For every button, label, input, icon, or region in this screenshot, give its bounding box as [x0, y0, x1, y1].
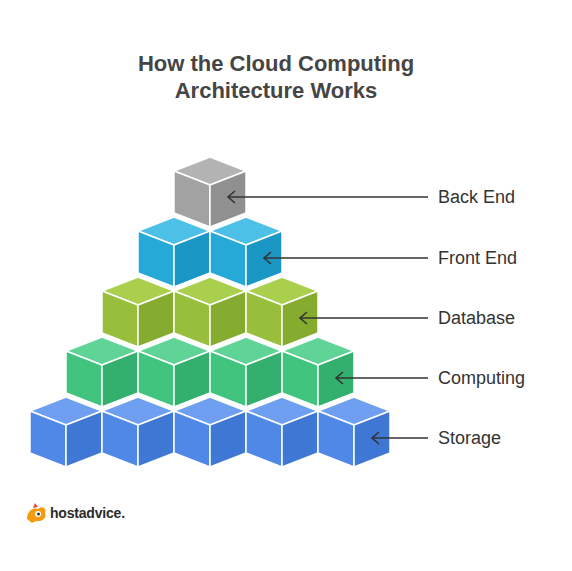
- layer-label: Back End: [438, 186, 515, 208]
- arrow-head: [300, 312, 307, 324]
- cube-face: [30, 411, 66, 467]
- cube-face: [102, 411, 138, 467]
- leader-lines: [228, 191, 428, 444]
- cube-face: [210, 411, 246, 467]
- cube-face: [318, 411, 354, 467]
- cube-face: [174, 411, 210, 467]
- cube-face: [354, 411, 390, 467]
- watermark: hostadvice.: [50, 505, 125, 521]
- arrow-head: [372, 432, 379, 444]
- leader-line: [228, 196, 428, 198]
- diagram-title: How the Cloud Computing Architecture Wor…: [126, 50, 426, 104]
- cube-face: [282, 411, 318, 467]
- leader-line: [336, 377, 428, 379]
- cube-face: [138, 411, 174, 467]
- cube-face: [66, 411, 102, 467]
- leader-line: [264, 257, 428, 259]
- cube-stack: [30, 157, 390, 467]
- leader-line: [300, 317, 428, 319]
- leader-line: [372, 437, 428, 439]
- arrow-head: [264, 252, 271, 264]
- arrow-head: [336, 372, 343, 384]
- layer-label: Front End: [438, 247, 517, 269]
- arrow-head: [228, 191, 235, 203]
- logo-icon: [27, 503, 45, 523]
- layer-label: Computing: [438, 367, 525, 389]
- layer-label: Database: [438, 307, 515, 329]
- layer-label: Storage: [438, 427, 501, 449]
- cube-face: [246, 411, 282, 467]
